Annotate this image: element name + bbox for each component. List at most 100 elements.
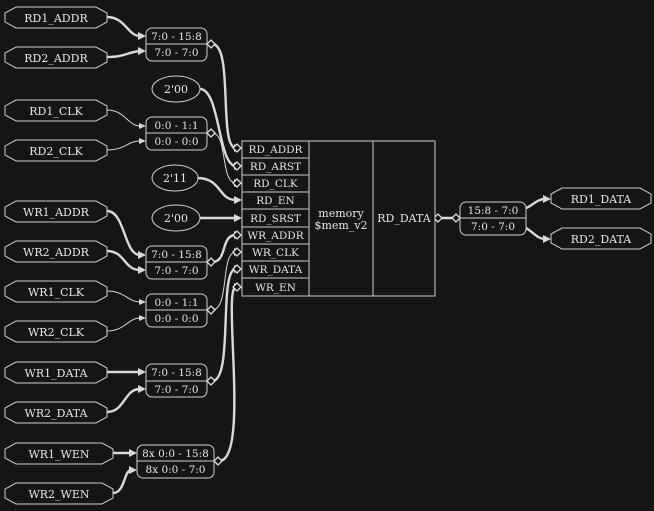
constant-label: 2'00 xyxy=(164,212,188,225)
wire-wr1-addr xyxy=(106,209,141,257)
wire-rd2-addr xyxy=(106,49,141,59)
output-ports: RD1_DATA RD2_DATA xyxy=(550,187,652,250)
port-label: RD1_ADDR xyxy=(24,12,88,25)
constant-rd-arst: 2'00 xyxy=(151,75,201,103)
port-label: WR2_DATA xyxy=(25,407,89,420)
concat-label-top: 7:0 - 15:8 xyxy=(151,31,202,43)
constant-label: 2'11 xyxy=(163,172,187,185)
wire-wr2-clk xyxy=(106,317,141,332)
memory-name: $mem_v2 xyxy=(314,219,367,232)
wire-wr-clk xyxy=(211,251,237,311)
concat-label-top: 7:0 - 15:8 xyxy=(151,367,202,379)
memory-port-rd-data: RD_DATA xyxy=(377,212,431,225)
constant-rd-srst: 2'00 xyxy=(151,204,201,232)
arrowhead xyxy=(543,235,551,243)
diamond-marker xyxy=(206,257,216,267)
port-label: RD2_DATA xyxy=(571,233,632,246)
wire-wr1-clk xyxy=(106,290,141,303)
diamond-marker xyxy=(451,213,461,223)
memory-port-rd-clk: RD_CLK xyxy=(253,178,298,190)
concat-label-bottom: 0:0 - 0:0 xyxy=(154,136,198,148)
arrowhead xyxy=(138,251,146,259)
diamond-marker xyxy=(232,264,242,274)
port-label: RD2_ADDR xyxy=(24,52,88,65)
arrowhead xyxy=(139,123,146,129)
wire-wr2-data xyxy=(106,387,141,414)
constant-rd-en: 2'11 xyxy=(151,164,199,192)
input-ports: RD1_ADDR RD2_ADDR RD1_CLK RD2_CLK WR1_AD… xyxy=(4,6,114,505)
concat-wr-en: 8x 0:0 - 15:8 8x 0:0 - 7:0 xyxy=(136,444,215,479)
output-port-rd1-data: RD1_DATA xyxy=(550,187,652,210)
concat-wr-data: 7:0 - 15:8 7:0 - 7:0 xyxy=(145,363,208,398)
diamond-marker xyxy=(206,128,216,138)
diamond-marker xyxy=(213,456,223,466)
diamond-marker xyxy=(232,247,242,257)
diamond-marker xyxy=(232,143,242,153)
wire-wr-en xyxy=(218,285,238,463)
concat-rd-clk: 0:0 - 1:1 0:0 - 0:0 xyxy=(145,116,208,151)
input-port-rd2-clk: RD2_CLK xyxy=(4,139,108,162)
memory-port-wr-en: WR_EN xyxy=(255,282,296,294)
diamond-marker xyxy=(433,213,443,223)
concat-label-top: 8x 0:0 - 15:8 xyxy=(142,448,209,460)
input-port-wr1-addr: WR1_ADDR xyxy=(4,200,108,223)
arrowhead xyxy=(138,32,146,40)
wire-wr-data xyxy=(211,267,237,383)
arrowhead xyxy=(129,449,137,457)
port-label: RD2_CLK xyxy=(29,145,83,158)
diamond-marker xyxy=(232,230,242,240)
wire-wr-addr xyxy=(211,233,237,264)
memory-port-rd-addr: RD_ADDR xyxy=(249,144,304,156)
port-label: WR1_DATA xyxy=(25,367,89,380)
input-port-wr1-clk: WR1_CLK xyxy=(4,280,108,303)
concat-label-bottom: 0:0 - 0:0 xyxy=(154,313,198,325)
concat-rd-addr: 7:0 - 15:8 7:0 - 7:0 xyxy=(145,27,208,62)
input-port-wr2-clk: WR2_CLK xyxy=(4,320,108,343)
concat-label-top: 0:0 - 1:1 xyxy=(154,297,198,309)
concat-label-bottom: 7:0 - 7:0 xyxy=(154,384,198,396)
diamond-marker xyxy=(232,161,242,171)
input-port-wr2-wen: WR2_WEN xyxy=(4,482,114,505)
arrowhead xyxy=(234,196,242,204)
port-label: WR1_WEN xyxy=(28,448,89,461)
arrowhead xyxy=(139,315,146,321)
memory-port-rd-srst: RD_SRST xyxy=(250,213,301,225)
constants: 2'00 2'11 2'00 xyxy=(151,75,201,232)
concat-wr-addr: 7:0 - 15:8 7:0 - 7:0 xyxy=(145,245,208,280)
memory-cell: RD_ADDR RD_ARST RD_CLK RD_EN RD_SRST WR_… xyxy=(241,140,436,297)
diamond-marker xyxy=(206,39,216,49)
wire-c-rd-en xyxy=(196,176,237,202)
split-rd-data: 15:8 - 7:0 7:0 - 7:0 xyxy=(459,201,527,236)
concat-wr-clk: 0:0 - 1:1 0:0 - 0:0 xyxy=(145,293,208,328)
memory-port-wr-addr: WR_ADDR xyxy=(247,230,304,242)
arrowhead xyxy=(138,47,146,55)
input-port-rd1-addr: RD1_ADDR xyxy=(4,6,108,29)
wire-wr2-wen xyxy=(112,468,132,495)
arrowhead xyxy=(139,138,146,144)
wire-rd-clk xyxy=(211,132,237,184)
input-port-wr2-data: WR2_DATA xyxy=(4,401,108,424)
split-label-top: 15:8 - 7:0 xyxy=(468,205,519,217)
wire-rd1-clk xyxy=(106,109,141,127)
memory-port-rd-arst: RD_ARST xyxy=(250,161,301,173)
wire-c-rd-arst xyxy=(199,87,237,168)
concat-label-top: 0:0 - 1:1 xyxy=(154,120,198,132)
arrowhead xyxy=(234,214,242,222)
concat-label-top: 7:0 - 15:8 xyxy=(151,249,202,261)
arrowhead xyxy=(139,299,146,305)
wire-rd-addr xyxy=(211,42,237,150)
input-port-wr1-data: WR1_DATA xyxy=(4,361,108,384)
concat-boxes: 7:0 - 15:8 7:0 - 7:0 0:0 - 1:1 0:0 - 0:0… xyxy=(136,27,527,479)
port-label: RD1_CLK xyxy=(29,105,83,118)
diamond-marker xyxy=(232,178,242,188)
wire-rd2-clk xyxy=(106,140,141,151)
concat-label-bottom: 8x 0:0 - 7:0 xyxy=(146,464,206,476)
arrowhead xyxy=(129,466,137,474)
port-label: WR1_ADDR xyxy=(23,206,90,219)
wire-rd1-addr xyxy=(106,15,141,38)
memory-port-wr-clk: WR_CLK xyxy=(252,247,299,259)
arrowhead xyxy=(543,195,551,203)
memory-port-rd-en: RD_EN xyxy=(256,195,294,207)
port-label: RD1_DATA xyxy=(571,193,632,206)
